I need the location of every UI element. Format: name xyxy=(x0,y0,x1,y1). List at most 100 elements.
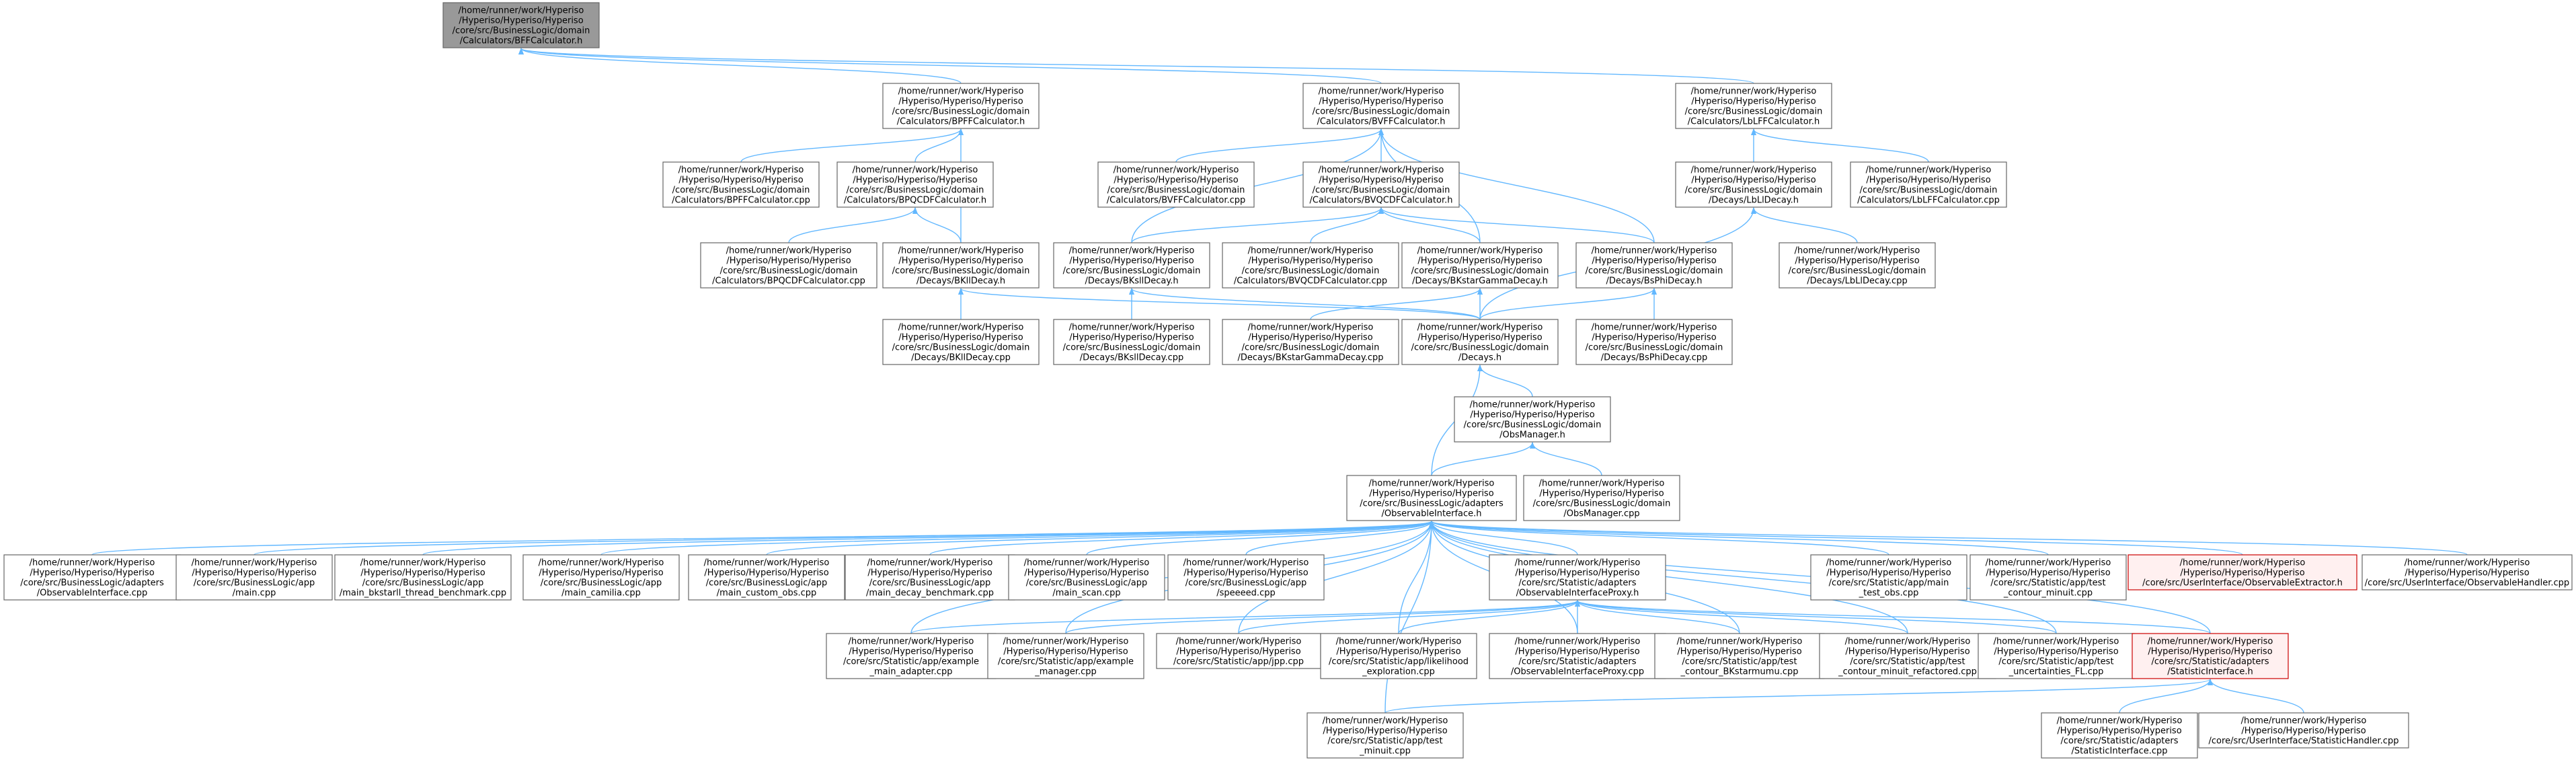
node-label-line: /home/runner/work/Hyperiso xyxy=(1319,165,1444,176)
file-node-decays-lblldecay-cpp[interactable]: /home/runner/work/Hyperiso/Hyperiso/Hype… xyxy=(1779,242,1936,289)
include-edge xyxy=(1429,521,2468,556)
node-label-line: /home/runner/work/Hyperiso xyxy=(1024,558,1150,568)
file-node-observableinterfaceproxy-cpp[interactable]: /home/runner/work/Hyperiso/Hyperiso/Hype… xyxy=(1489,633,1666,679)
include-edge xyxy=(766,521,1434,556)
file-node-decays-bkstargammadecay-h[interactable]: /home/runner/work/Hyperiso/Hyperiso/Hype… xyxy=(1401,242,1559,289)
node-label-line: /Decays/BKsllDecay.h xyxy=(1085,276,1178,286)
file-node-calculators-bpqcdfcalculator-h[interactable]: /home/runner/work/Hyperiso/Hyperiso/Hype… xyxy=(836,161,994,208)
include-edge xyxy=(518,48,1382,84)
node-label-line: /core/src/BusinessLogic/domain xyxy=(1685,107,1823,117)
node-box xyxy=(987,633,1144,679)
file-node-decays-lblldecay-h[interactable]: /home/runner/work/Hyperiso/Hyperiso/Hype… xyxy=(1675,161,1832,208)
node-label-line: /Hyperiso/Hyperiso/Hyperiso xyxy=(459,16,583,26)
node-label-line: /Hyperiso/Hyperiso/Hyperiso xyxy=(1069,333,1194,343)
include-edge xyxy=(1429,521,2049,556)
node-label-line: /Hyperiso/Hyperiso/Hyperiso xyxy=(853,176,977,186)
file-node-main-custom-obs-cpp[interactable]: /home/runner/work/Hyperiso/Hyperiso/Hype… xyxy=(688,554,845,601)
file-node-main-bkstarll-thread-benchmark-cpp[interactable]: /home/runner/work/Hyperiso/Hyperiso/Hype… xyxy=(334,554,512,601)
file-node-minuit-cpp[interactable]: /home/runner/work/Hyperiso/Hyperiso/Hype… xyxy=(1306,712,1464,759)
node-label-line: /core/src/Statistic/app/test xyxy=(1327,736,1442,747)
include-edge xyxy=(1245,521,1434,556)
file-node-calculators-lblffcalculator-cpp[interactable]: /home/runner/work/Hyperiso/Hyperiso/Hype… xyxy=(1850,161,2007,208)
file-node-main-camilia-cpp[interactable]: /home/runner/work/Hyperiso/Hyperiso/Hype… xyxy=(522,554,680,601)
file-node-observableinterface-cpp[interactable]: /home/runner/work/Hyperiso/Hyperiso/Hype… xyxy=(3,554,181,601)
file-node-decays-bsphidecay-h[interactable]: /home/runner/work/Hyperiso/Hyperiso/Hype… xyxy=(1575,242,1733,289)
node-label-line: _manager.cpp xyxy=(1034,667,1097,677)
file-node-decays-bklldecay-h[interactable]: /home/runner/work/Hyperiso/Hyperiso/Hype… xyxy=(882,242,1040,289)
file-node-calculators-bpqcdfcalculator-cpp[interactable]: /home/runner/work/Hyperiso/Hyperiso/Hype… xyxy=(700,242,877,289)
file-node-core-src-userinterface-observableextractor-h[interactable]: /home/runner/work/Hyperiso/Hyperiso/Hype… xyxy=(2128,554,2357,590)
file-node-calculators-bpffcalculator-h[interactable]: /home/runner/work/Hyperiso/Hyperiso/Hype… xyxy=(882,83,1040,129)
node-label-line: /home/runner/work/Hyperiso xyxy=(2241,716,2367,726)
file-node-test-obs-cpp[interactable]: /home/runner/work/Hyperiso/Hyperiso/Hype… xyxy=(1810,554,1967,601)
file-node-calculators-lblffcalculator-h[interactable]: /home/runner/work/Hyperiso/Hyperiso/Hype… xyxy=(1675,83,1832,129)
file-node-core-src-userinterface-statistichandler-cpp[interactable]: /home/runner/work/Hyperiso/Hyperiso/Hype… xyxy=(2198,712,2409,749)
file-node-observableinterfaceproxy-h[interactable]: /home/runner/work/Hyperiso/Hyperiso/Hype… xyxy=(1489,554,1666,601)
node-box xyxy=(1222,319,1399,365)
node-box xyxy=(1053,319,1210,365)
node-label-line: /speeeed.cpp xyxy=(1216,588,1275,599)
file-node-contour-bkstarmumu-cpp[interactable]: /home/runner/work/Hyperiso/Hyperiso/Hype… xyxy=(1654,633,1825,679)
node-label-line: /home/runner/work/Hyperiso xyxy=(1470,400,1596,410)
file-node-calculators-bffcalculator-h[interactable]: /home/runner/work/Hyperiso/Hyperiso/Hype… xyxy=(442,2,600,48)
file-node-main-decay-benchmark-cpp[interactable]: /home/runner/work/Hyperiso/Hyperiso/Hype… xyxy=(845,554,1015,601)
node-label-line: /home/runner/work/Hyperiso xyxy=(1417,246,1543,256)
file-node-calculators-bvffcalculator-cpp[interactable]: /home/runner/work/Hyperiso/Hyperiso/Hype… xyxy=(1097,161,1255,208)
file-node-main-cpp[interactable]: /home/runner/work/Hyperiso/Hyperiso/Hype… xyxy=(175,554,333,601)
node-box xyxy=(1167,554,1325,601)
file-node-decays-bsphidecay-cpp[interactable]: /home/runner/work/Hyperiso/Hyperiso/Hype… xyxy=(1575,319,1733,365)
file-node-decays-bklldecay-cpp[interactable]: /home/runner/work/Hyperiso/Hyperiso/Hype… xyxy=(882,319,1040,365)
file-node-statisticinterface-h[interactable]: /home/runner/work/Hyperiso/Hyperiso/Hype… xyxy=(2132,633,2289,679)
node-label-line: /core/src/Statistic/adapters xyxy=(2152,657,2269,667)
node-label-line: /core/src/Statistic/app/likelihood xyxy=(1329,657,1469,667)
node-label-line: /core/src/BusinessLogic/domain xyxy=(1313,186,1450,196)
file-node-calculators-bvqcdfcalculator-h[interactable]: /home/runner/work/Hyperiso/Hyperiso/Hype… xyxy=(1302,161,1460,208)
node-label-line: /Calculators/BVQCDFCalculator.h xyxy=(1310,196,1453,206)
node-label-line: /home/runner/work/Hyperiso xyxy=(1336,637,1462,647)
node-label-line: /core/src/BusinessLogic/domain xyxy=(1586,266,1723,276)
file-node-calculators-bpffcalculator-cpp[interactable]: /home/runner/work/Hyperiso/Hyperiso/Hype… xyxy=(662,161,820,208)
file-node-decays-bkslldecay-cpp[interactable]: /home/runner/work/Hyperiso/Hyperiso/Hype… xyxy=(1053,319,1210,365)
node-label-line: /Hyperiso/Hyperiso/Hyperiso xyxy=(1795,256,1919,266)
file-node-calculators-bvqcdfcalculator-cpp[interactable]: /home/runner/work/Hyperiso/Hyperiso/Hype… xyxy=(1222,242,1399,289)
file-node-contour-minuit-refactored-cpp[interactable]: /home/runner/work/Hyperiso/Hyperiso/Hype… xyxy=(1819,633,1996,679)
file-node-uncertainties-fl-cpp[interactable]: /home/runner/work/Hyperiso/Hyperiso/Hype… xyxy=(1978,633,2135,679)
node-label-line: /Hyperiso/Hyperiso/Hyperiso xyxy=(1417,256,1542,266)
file-node-obsmanager-cpp[interactable]: /home/runner/work/Hyperiso/Hyperiso/Hype… xyxy=(1523,475,1680,521)
file-node-obsmanager-h[interactable]: /home/runner/work/Hyperiso/Hyperiso/Hype… xyxy=(1454,396,1611,443)
file-node-decays-h[interactable]: /home/runner/work/Hyperiso/Hyperiso/Hype… xyxy=(1401,319,1559,365)
file-node-exploration-cpp[interactable]: /home/runner/work/Hyperiso/Hyperiso/Hype… xyxy=(1320,633,1477,679)
file-node-decays-bkslldecay-h[interactable]: /home/runner/work/Hyperiso/Hyperiso/Hype… xyxy=(1053,242,1210,289)
file-node-core-src-userinterface-observablehandler-cpp[interactable]: /home/runner/work/Hyperiso/Hyperiso/Hype… xyxy=(2362,554,2573,590)
file-node-observableinterface-h[interactable]: /home/runner/work/Hyperiso/Hyperiso/Hype… xyxy=(1346,475,1517,521)
file-node-main-scan-cpp[interactable]: /home/runner/work/Hyperiso/Hyperiso/Hype… xyxy=(1008,554,1165,601)
node-box xyxy=(2132,633,2289,679)
file-node-decays-bkstargammadecay-cpp[interactable]: /home/runner/work/Hyperiso/Hyperiso/Hype… xyxy=(1222,319,1399,365)
file-node-core-src-statistic-app-jpp-cpp[interactable]: /home/runner/work/Hyperiso/Hyperiso/Hype… xyxy=(1156,633,1321,669)
include-edge xyxy=(1429,521,1578,556)
file-node-statisticinterface-cpp[interactable]: /home/runner/work/Hyperiso/Hyperiso/Hype… xyxy=(2041,712,2198,759)
file-node-main-adapter-cpp[interactable]: /home/runner/work/Hyperiso/Hyperiso/Hype… xyxy=(826,633,997,679)
file-node-calculators-bvffcalculator-h[interactable]: /home/runner/work/Hyperiso/Hyperiso/Hype… xyxy=(1302,83,1460,129)
node-box xyxy=(1489,633,1666,679)
include-edge xyxy=(1378,207,1481,243)
node-label-line: /Decays/BKstarGammaDecay.h xyxy=(1412,276,1548,286)
include-edge xyxy=(740,128,964,163)
file-node-manager-cpp[interactable]: /home/runner/work/Hyperiso/Hyperiso/Hype… xyxy=(987,633,1144,679)
node-box xyxy=(2362,554,2573,590)
node-label-line: /Decays.h xyxy=(1458,353,1501,363)
file-node-contour-minuit-cpp[interactable]: /home/runner/work/Hyperiso/Hyperiso/Hype… xyxy=(1969,554,2127,601)
node-box xyxy=(826,633,997,679)
node-label-line: /core/src/BusinessLogic/domain xyxy=(892,343,1030,353)
node-label-line: /ObservableInterfaceProxy.h xyxy=(1516,588,1639,599)
file-node-speeeed-cpp[interactable]: /home/runner/work/Hyperiso/Hyperiso/Hype… xyxy=(1167,554,1325,601)
node-label-line: /home/runner/work/Hyperiso xyxy=(853,165,978,176)
include-edge xyxy=(1175,128,1384,163)
node-label-line: /home/runner/work/Hyperiso xyxy=(539,558,664,568)
include-edge xyxy=(1086,521,1434,556)
node-label-line: /core/src/BusinessLogic/domain xyxy=(1063,266,1201,276)
node-label-line: /Hyperiso/Hyperiso/Hyperiso xyxy=(678,176,803,186)
node-label-line: /Calculators/LbLFFCalculator.h xyxy=(1688,117,1820,127)
node-box xyxy=(175,554,333,601)
node-label-line: /Hyperiso/Hyperiso/Hyperiso xyxy=(1845,647,1969,657)
